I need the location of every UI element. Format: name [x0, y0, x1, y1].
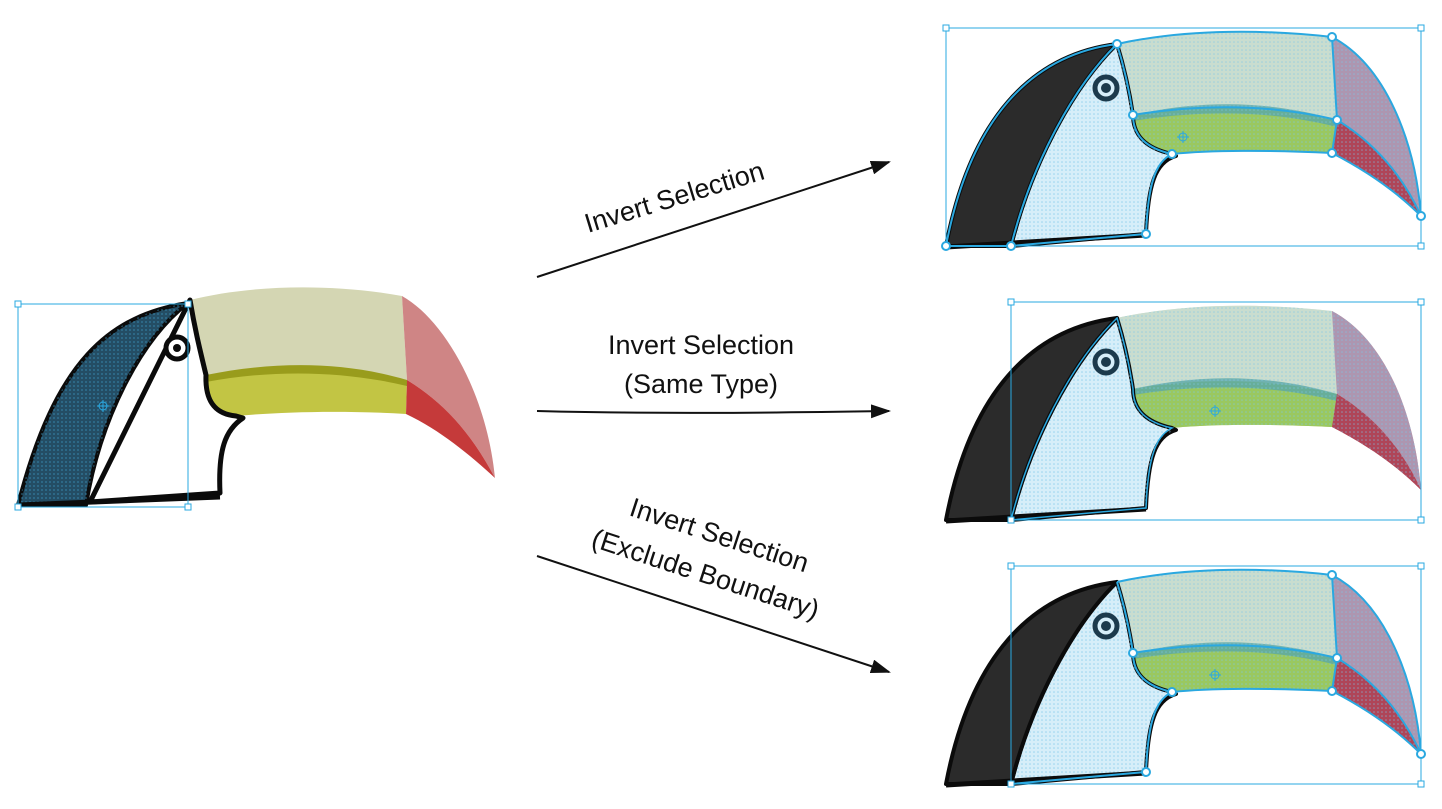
beak-tip-original [402, 296, 495, 478]
toucan-result-invert [941, 24, 1426, 251]
label-invert-selection-same-type-line1: Invert Selection [608, 330, 794, 360]
label-invert-selection: Invert Selection [581, 156, 768, 239]
beak-tip-lower-original [406, 380, 495, 478]
beak-middle-line-original [206, 365, 407, 386]
beak-middle-original [205, 368, 407, 416]
arrow-invert [536, 160, 891, 278]
toucan-result-exclude-boundary [946, 562, 1426, 788]
toucan-result-same-type [946, 298, 1425, 524]
face-original [87, 297, 246, 505]
label-invert-selection-same-type-line2: (Same Type) [624, 369, 778, 399]
toucan-original [14, 287, 495, 511]
arrow-same-type [536, 404, 891, 419]
selection-box-original [17, 303, 189, 508]
arrow-exclude-boundary [536, 555, 891, 674]
beak-top-original [190, 287, 407, 380]
arrows [536, 160, 891, 674]
